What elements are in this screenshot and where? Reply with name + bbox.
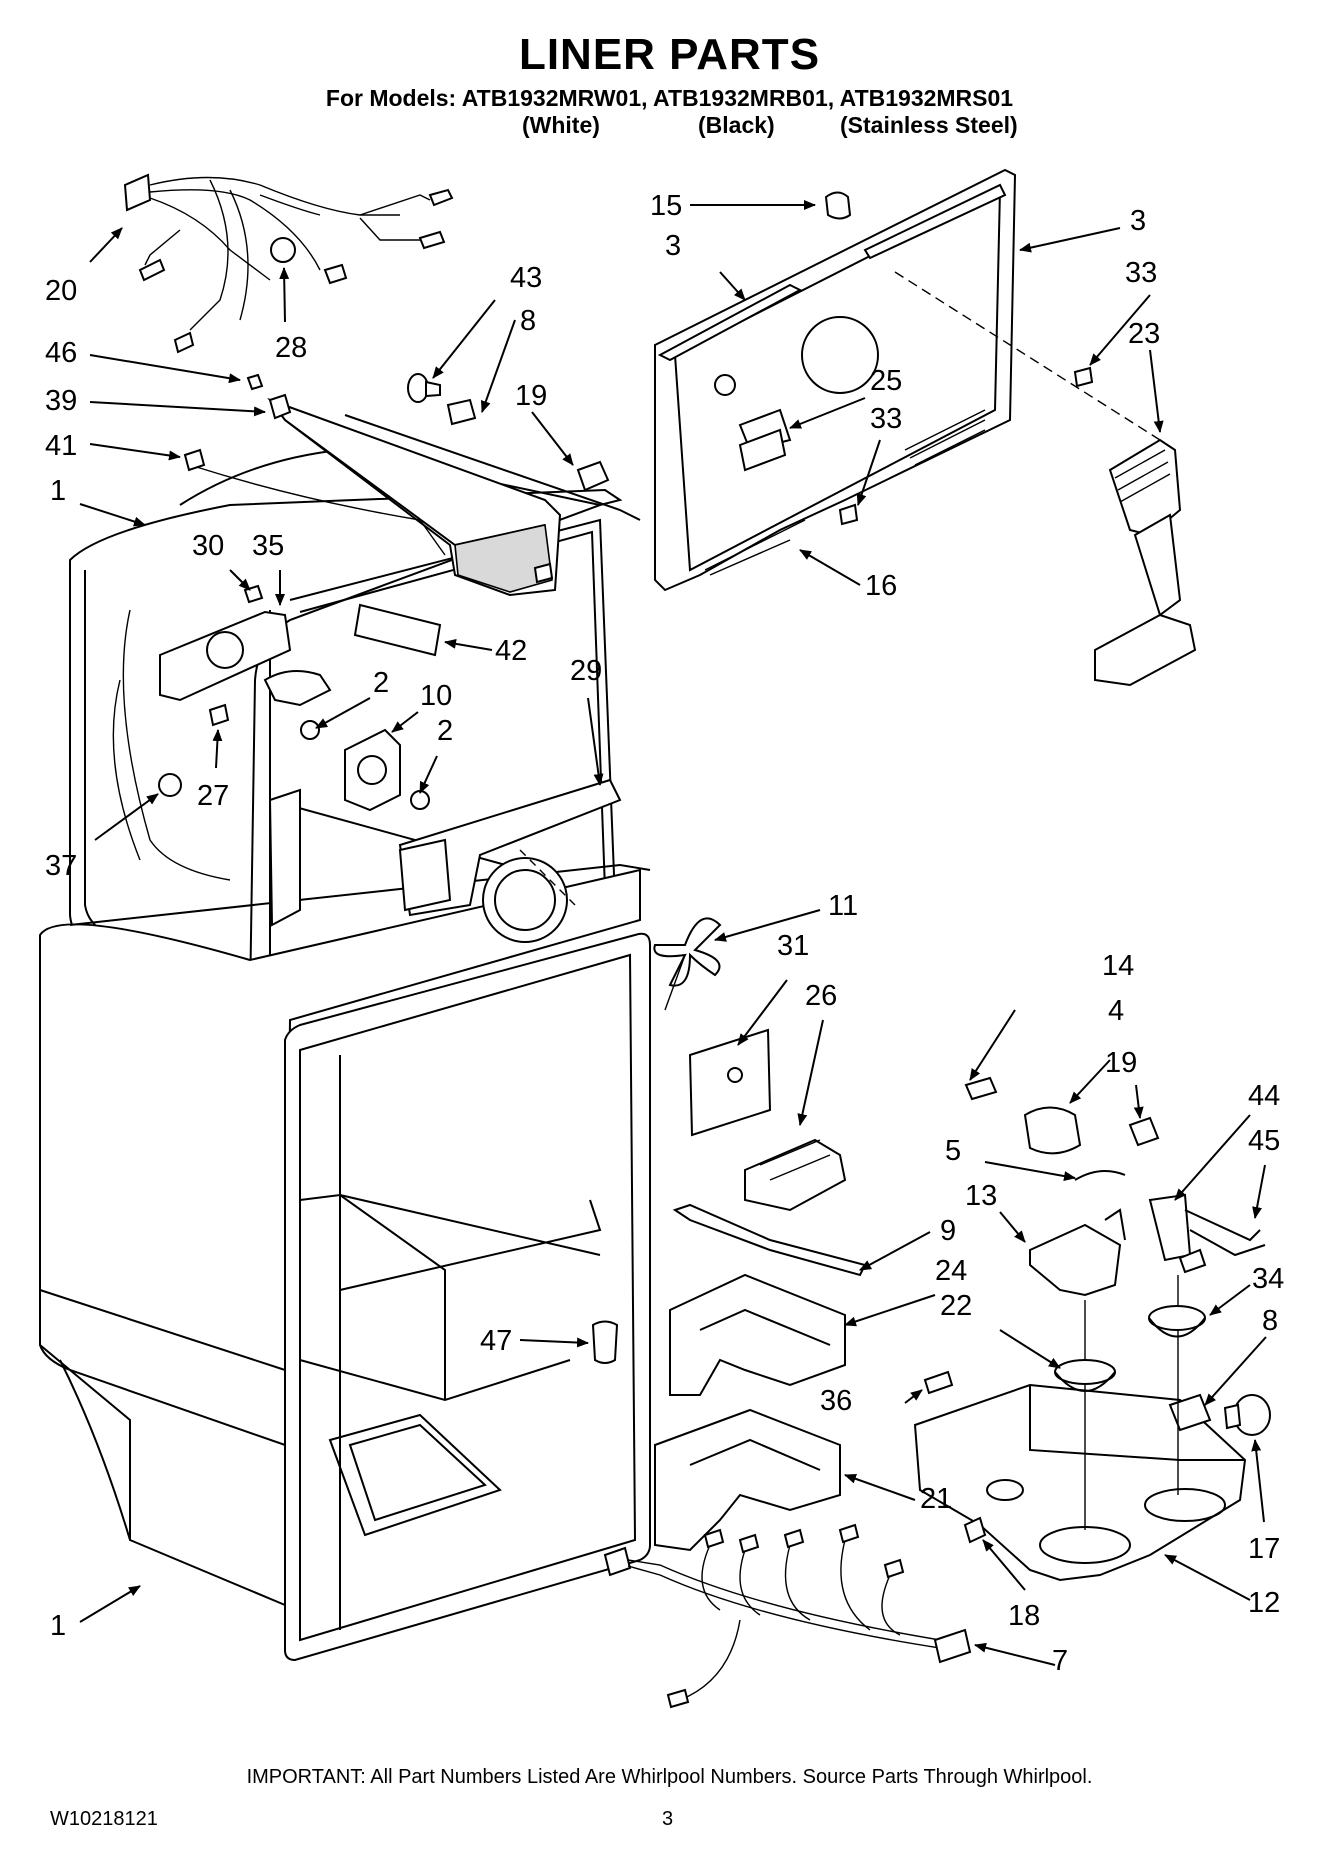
callout-44: 44 bbox=[1248, 1080, 1280, 1112]
callout-35: 35 bbox=[252, 530, 284, 562]
wire-harness-upper-drawing bbox=[123, 173, 454, 354]
mullion-light-housing-drawing bbox=[189, 393, 562, 597]
callout-10: 10 bbox=[420, 680, 452, 712]
callout-9: 9 bbox=[940, 1215, 956, 1247]
crisper-bracket-drawing bbox=[591, 1028, 867, 1552]
important-note: IMPORTANT: All Part Numbers Listed Are W… bbox=[246, 1766, 1093, 1788]
page-title: LINER PARTS bbox=[518, 30, 821, 79]
callout-1b: 1 bbox=[50, 1610, 66, 1642]
callout-37: 37 bbox=[45, 850, 77, 882]
callout-26: 26 bbox=[805, 980, 837, 1012]
callout-8b: 8 bbox=[1262, 1305, 1278, 1337]
callout-18: 18 bbox=[1008, 1600, 1040, 1632]
wire-harness-lower-drawing bbox=[603, 1523, 972, 1709]
callout-41: 41 bbox=[45, 430, 77, 462]
callout-23: 23 bbox=[1128, 318, 1160, 350]
callout-21: 21 bbox=[920, 1483, 952, 1515]
callout-29: 29 bbox=[570, 655, 602, 687]
callout-5: 5 bbox=[945, 1135, 961, 1167]
callout-42: 42 bbox=[495, 635, 527, 667]
callout-33b: 33 bbox=[870, 403, 902, 435]
variant-stainless: (Stainless Steel) bbox=[840, 112, 1018, 138]
callout-24: 24 bbox=[935, 1255, 967, 1287]
callout-11: 11 bbox=[828, 890, 858, 922]
callout-25: 25 bbox=[870, 365, 902, 397]
callout-numbers: 1 1 2 2 3 3 4 5 7 8 8 9 10 11 12 13 14 1… bbox=[45, 190, 1284, 1677]
callout-12: 12 bbox=[1248, 1587, 1280, 1619]
callout-47: 47 bbox=[480, 1325, 512, 1357]
fresh-food-liner-drawing bbox=[39, 863, 651, 1662]
callout-34: 34 bbox=[1252, 1263, 1284, 1295]
callout-33a: 33 bbox=[1125, 257, 1157, 289]
callout-22: 22 bbox=[940, 1290, 972, 1322]
page-number: 3 bbox=[662, 1808, 674, 1830]
callout-20: 20 bbox=[45, 275, 77, 307]
callout-45: 45 bbox=[1248, 1125, 1280, 1157]
callout-3b: 3 bbox=[1130, 205, 1146, 237]
models-line: For Models: ATB1932MRW01, ATB1932MRB01, … bbox=[325, 85, 1014, 111]
dashed-leaders bbox=[519, 271, 1161, 906]
callout-arrows bbox=[79, 200, 1267, 1666]
callout-16: 16 bbox=[865, 570, 897, 602]
callout-28: 28 bbox=[275, 332, 307, 364]
ice-dispenser-drawing bbox=[1094, 438, 1197, 687]
callout-3a: 3 bbox=[665, 230, 681, 262]
callout-7: 7 bbox=[1052, 1645, 1068, 1677]
fan-motor-area-drawing bbox=[158, 584, 722, 1011]
callout-2b: 2 bbox=[437, 715, 453, 747]
callout-19a: 19 bbox=[515, 380, 547, 412]
callout-17: 17 bbox=[1248, 1533, 1280, 1565]
callout-14: 14 bbox=[1102, 950, 1134, 982]
callout-36: 36 bbox=[820, 1385, 852, 1417]
callout-1a: 1 bbox=[50, 475, 66, 507]
document-number: W10218121 bbox=[50, 1808, 158, 1830]
callout-2a: 2 bbox=[373, 667, 389, 699]
callout-8a: 8 bbox=[520, 305, 536, 337]
callout-4: 4 bbox=[1108, 995, 1124, 1027]
evaporator-cover-drawing bbox=[654, 168, 1017, 592]
small-parts-upper-drawing bbox=[183, 191, 1094, 657]
callout-39: 39 bbox=[45, 385, 77, 417]
callout-27: 27 bbox=[197, 780, 229, 812]
callout-19b: 19 bbox=[1105, 1047, 1137, 1079]
callout-13: 13 bbox=[965, 1180, 997, 1212]
variant-black: (Black) bbox=[698, 112, 775, 138]
callout-30: 30 bbox=[192, 530, 224, 562]
callout-46: 46 bbox=[45, 337, 77, 369]
callout-43: 43 bbox=[510, 262, 542, 294]
light-housing-lower-drawing bbox=[913, 1076, 1271, 1582]
variant-white: (White) bbox=[522, 112, 600, 138]
callout-15: 15 bbox=[650, 190, 682, 222]
callout-31: 31 bbox=[777, 930, 809, 962]
